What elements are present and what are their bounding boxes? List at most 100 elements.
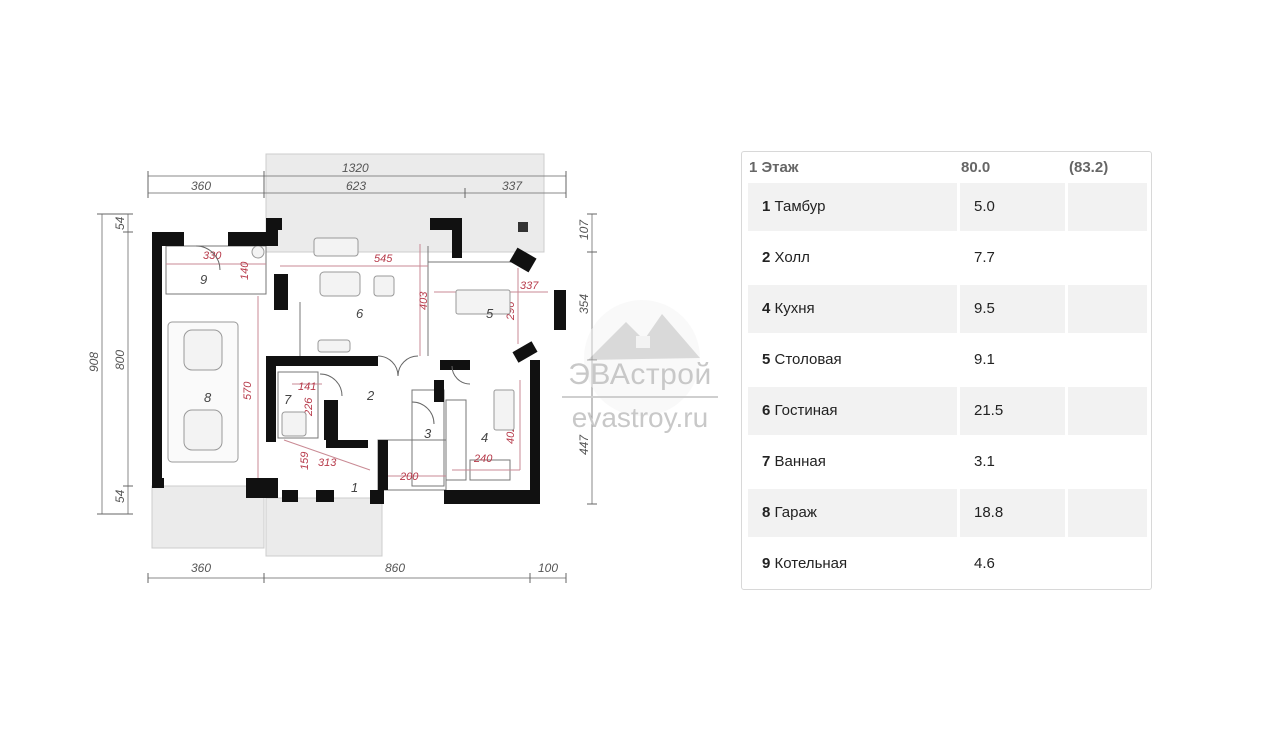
dim-bottom-a: 360 xyxy=(191,561,211,575)
watermark-logo-icon xyxy=(584,300,700,416)
header-floor: 1 Этаж xyxy=(749,159,799,176)
dimension-lines xyxy=(101,175,593,579)
room-number-5: 5 xyxy=(486,306,494,321)
dim-337-inner: 337 xyxy=(520,280,539,292)
empty-cell xyxy=(1068,540,1147,588)
dim-545: 545 xyxy=(374,253,393,265)
dimension-ticks xyxy=(97,171,597,583)
header-total: (83.2) xyxy=(1069,159,1109,176)
room-area: 3.1 xyxy=(974,453,995,470)
door-swings xyxy=(195,245,471,425)
garage-apron xyxy=(151,485,265,549)
table-header: 1 Этаж 80.0 (83.2) xyxy=(742,152,1151,182)
room-number: 6 xyxy=(762,402,771,419)
table-row: 6 Гостиная 21.5 xyxy=(748,387,1147,435)
room-area: 5.0 xyxy=(960,183,1065,231)
dim-140: 140 xyxy=(239,261,251,280)
empty-cell xyxy=(1068,285,1147,333)
dim-bottom-c: 100 xyxy=(538,561,558,575)
room-number: 8 xyxy=(762,504,771,521)
header-area: 80.0 xyxy=(961,159,991,176)
room-number-4: 4 xyxy=(481,430,488,445)
room-cell: 1 Тамбур xyxy=(748,183,957,231)
dim-226: 226 xyxy=(303,397,315,417)
room-area-table: 1 Этаж 80.0 (83.2) 1 Тамбур 5.0 2 Холл 7… xyxy=(741,151,1152,590)
dim-141: 141 xyxy=(298,381,316,393)
room-name: Холл xyxy=(774,249,810,266)
room-cell: 6 Гостиная xyxy=(748,387,957,435)
watermark-divider xyxy=(562,396,718,398)
room-area: 4.6 xyxy=(974,555,995,572)
empty-cell xyxy=(1068,336,1147,384)
dim-seg-c: 337 xyxy=(502,179,523,193)
room-number: 2 xyxy=(762,249,771,266)
interior-lines xyxy=(165,245,516,491)
table-row: 2 Холл 7.7 xyxy=(748,234,1147,282)
room-area: 18.8 xyxy=(960,489,1065,537)
room-number: 5 xyxy=(762,351,771,368)
terrace xyxy=(265,153,545,253)
room-cell: 7 Ванная xyxy=(748,438,957,486)
table-row: 4 Кухня 9.5 xyxy=(748,285,1147,333)
dim-seg-a: 360 xyxy=(191,179,211,193)
room-number: 7 xyxy=(762,453,771,470)
empty-cell xyxy=(1068,438,1147,486)
room-area: 21.5 xyxy=(960,387,1065,435)
empty-cell xyxy=(1068,387,1147,435)
room-name: Котельная xyxy=(774,555,848,572)
dim-seg-b: 623 xyxy=(346,179,366,193)
entrance-porch xyxy=(265,497,383,557)
dim-200: 200 xyxy=(399,471,419,483)
room-number: 1 xyxy=(762,198,771,215)
room-name: Гостиная xyxy=(774,402,838,419)
room-cell: 9 Котельная xyxy=(748,540,957,588)
room-number: 9 xyxy=(762,555,771,572)
room-number-3: 3 xyxy=(424,426,432,441)
watermark-brand: ЭВАстрой xyxy=(568,358,712,391)
empty-cell xyxy=(1068,234,1147,282)
room-area: 9.5 xyxy=(960,285,1065,333)
room-name: Кухня xyxy=(774,300,815,317)
room-name: Столовая xyxy=(774,351,842,368)
table-row: 8 Гараж 18.8 xyxy=(748,489,1147,537)
dim-total-width: 1320 xyxy=(342,161,369,175)
dim-left-total: 908 xyxy=(87,352,101,372)
room-cell: 5 Столовая xyxy=(748,336,957,384)
room-cell: 4 Кухня xyxy=(748,285,957,333)
room-cell: 2 Холл xyxy=(748,234,957,282)
empty-cell xyxy=(1068,183,1147,231)
room-number-9: 9 xyxy=(200,272,207,287)
room-number: 4 xyxy=(762,300,771,317)
interior-dim-lines xyxy=(166,244,548,484)
room-number-1: 1 xyxy=(351,480,358,495)
floor-plan: 1320 360 623 337 360 860 100 908 800 54 … xyxy=(87,153,700,583)
room-name: Ванная xyxy=(774,453,826,470)
dim-403: 403 xyxy=(418,291,430,310)
table-row: 7 Ванная 3.1 xyxy=(748,438,1147,486)
room-name: Тамбур xyxy=(774,198,826,215)
table-row: 9 Котельная 4.6 xyxy=(748,540,1147,588)
room-number-2: 2 xyxy=(366,388,375,403)
table-row: 5 Столовая 9.1 xyxy=(748,336,1147,384)
furniture xyxy=(167,237,515,463)
room-number-8: 8 xyxy=(204,390,212,405)
dim-330: 330 xyxy=(203,250,222,262)
room-cell: 8 Гараж xyxy=(748,489,957,537)
room-number-7: 7 xyxy=(284,392,292,407)
chimney-square xyxy=(518,222,528,232)
dim-right-top: 107 xyxy=(577,219,591,240)
dim-left-top: 54 xyxy=(113,216,127,230)
empty-cell xyxy=(1068,489,1147,537)
watermark-site: evastroy.ru xyxy=(571,402,709,433)
dim-159: 159 xyxy=(299,452,311,470)
walls xyxy=(152,218,566,504)
dim-240: 240 xyxy=(473,453,493,465)
dim-570: 570 xyxy=(242,381,254,400)
dim-right-mid: 354 xyxy=(577,294,591,314)
dim-313: 313 xyxy=(318,457,337,469)
dim-left-inner: 800 xyxy=(113,350,127,370)
room-number-6: 6 xyxy=(356,306,364,321)
room-area: 9.1 xyxy=(974,351,995,368)
dim-bottom-b: 860 xyxy=(385,561,405,575)
dim-left-bottom: 54 xyxy=(113,489,127,503)
